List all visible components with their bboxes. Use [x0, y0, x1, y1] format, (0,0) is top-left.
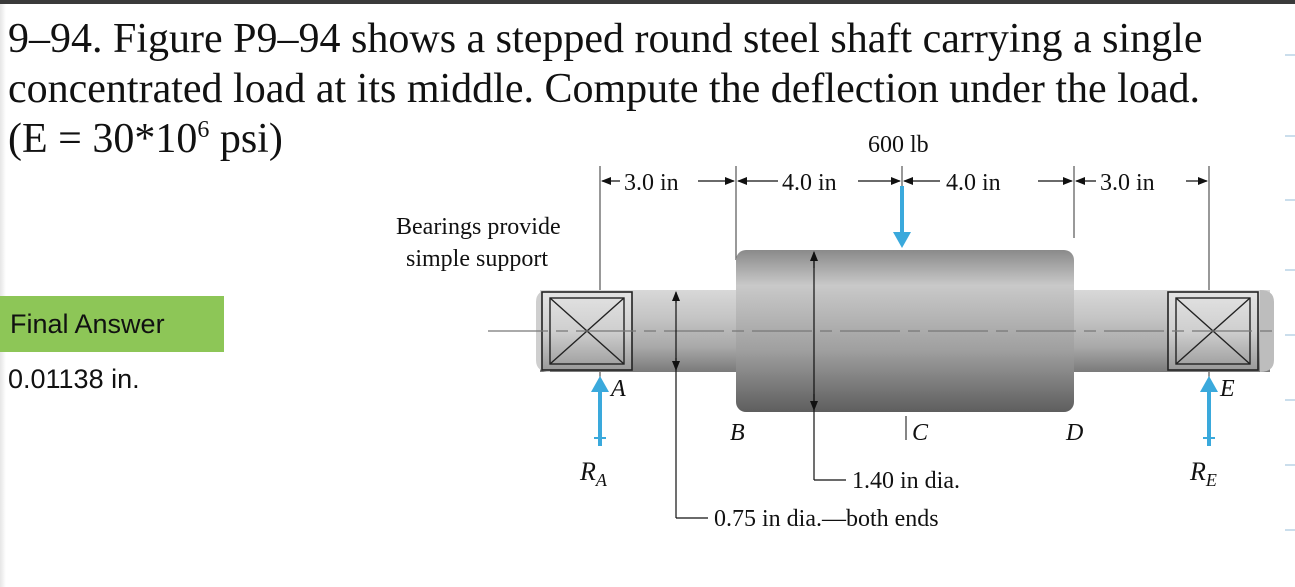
dim-label-ab: 3.0 in [624, 170, 679, 196]
reaction-left-sub: A [595, 470, 608, 490]
point-label-b: B [730, 420, 745, 446]
dim-label-de: 3.0 in [1100, 170, 1155, 196]
reaction-label-left: RA [579, 457, 608, 490]
top-rule [0, 0, 1295, 4]
modulus-text: (E = 30*10 [8, 116, 198, 162]
reaction-label-right: RE [1189, 457, 1217, 490]
dim-label-bc: 4.0 in [782, 170, 837, 196]
load-arrow [893, 186, 911, 248]
final-answer-banner: Final Answer [0, 296, 224, 352]
bearings-label-line2: simple support [406, 246, 548, 272]
small-diameter-label: 0.75 in dia.—both ends [714, 506, 939, 532]
large-diameter-label: 1.40 in dia. [852, 468, 960, 494]
small-diameter-arrow [672, 291, 708, 519]
shaft-figure: 3.0 in 4.0 in 4.0 in 3.0 in 600 lb Beari… [396, 132, 1280, 532]
reaction-left-base: R [579, 457, 596, 486]
problem-line-2: concentrated load at its middle. Compute… [8, 66, 1200, 112]
final-answer-label: Final Answer [10, 309, 165, 339]
reaction-arrow-right [1200, 376, 1218, 446]
modulus-unit: psi) [209, 116, 283, 162]
problem-line-3: (E = 30*106 psi) [8, 114, 1278, 164]
point-label-c: C [912, 420, 929, 446]
final-answer-value: 0.01138 in. [8, 364, 140, 394]
large-diameter-arrow [810, 251, 846, 481]
reaction-right-sub: E [1205, 470, 1217, 490]
problem-line-1: 9–94. Figure P9–94 shows a stepped round… [8, 16, 1203, 62]
dim-label-cd: 4.0 in [946, 170, 1001, 196]
shaft-middle-section [736, 250, 1074, 412]
bearings-label-line1: Bearings provide [396, 214, 561, 240]
modulus-exponent: 6 [197, 117, 210, 143]
right-edge-ticks [1285, 54, 1295, 531]
point-label-a: A [609, 376, 626, 402]
left-edge-shade [0, 4, 6, 587]
load-label: 600 lb [868, 132, 929, 158]
reaction-right-base: R [1189, 457, 1206, 486]
problem-statement: 9–94. Figure P9–94 shows a stepped round… [8, 14, 1278, 164]
point-label-e: E [1219, 376, 1235, 402]
point-label-d: D [1065, 420, 1083, 446]
reaction-arrow-left [591, 376, 609, 446]
